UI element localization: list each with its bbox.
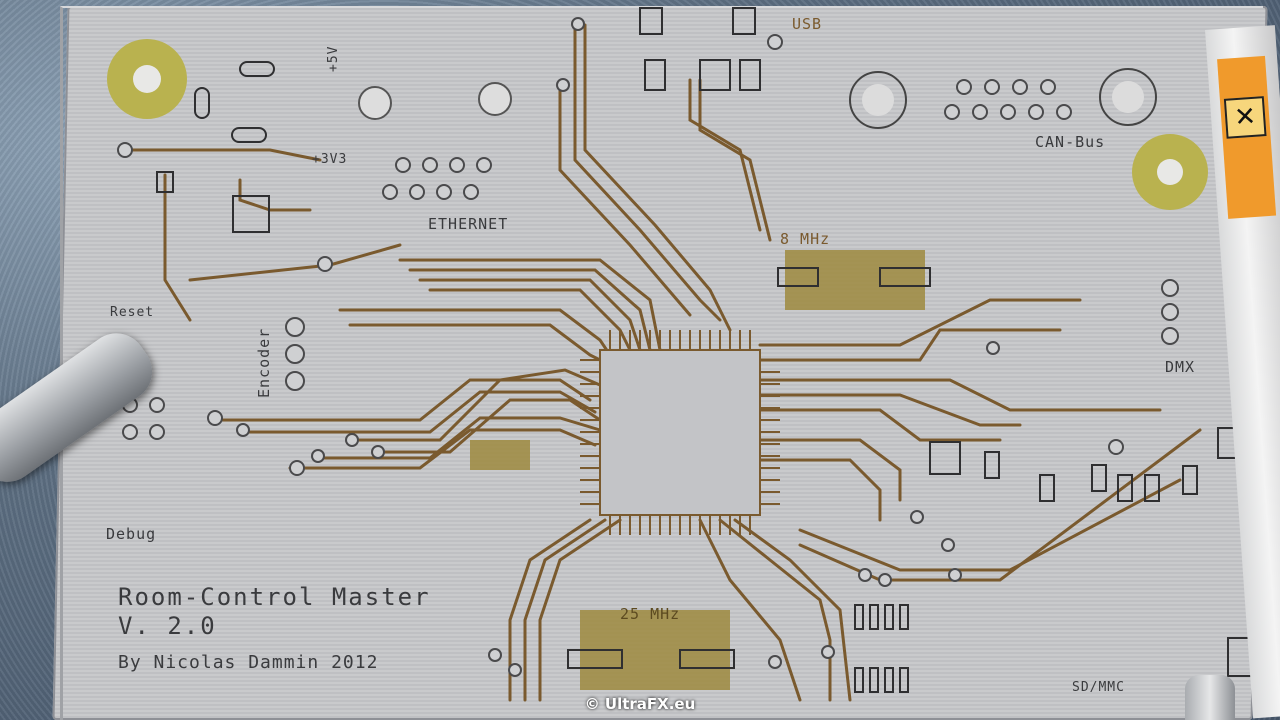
debug-label: Debug xyxy=(106,525,157,543)
crystal-8mhz-label: 8 MHz xyxy=(780,230,831,248)
board-title-line1: Room-Control Master xyxy=(118,583,431,611)
board-title-line2: V. 2.0 xyxy=(118,612,217,640)
hazard-icon: ✕ xyxy=(1223,96,1267,139)
smd-footprints xyxy=(156,7,1257,693)
sd-mmc-label: SD/MMC xyxy=(1072,680,1125,695)
board-author: By Nicolas Dammin 2012 xyxy=(118,652,379,673)
ethernet-label: ETHERNET xyxy=(428,215,509,233)
tweezer-right-tip xyxy=(1185,675,1235,720)
reset-label: Reset xyxy=(110,305,155,320)
usb-label: USB xyxy=(792,15,823,33)
dmx-label: DMX xyxy=(1165,358,1196,376)
pads-vias xyxy=(117,17,1179,677)
crystal-25mhz-label: 25 MHz xyxy=(620,605,681,623)
copper-traces xyxy=(123,23,1202,702)
mcu-center xyxy=(580,330,780,535)
watermark: © UltraFX.eu xyxy=(584,695,696,713)
encoder-label: Encoder xyxy=(255,327,273,398)
v33-label: +3V3 xyxy=(312,152,348,167)
mounting-holes xyxy=(107,39,1208,210)
can-bus-label: CAN-Bus xyxy=(1035,133,1106,151)
v5-label: +5V xyxy=(326,45,341,72)
